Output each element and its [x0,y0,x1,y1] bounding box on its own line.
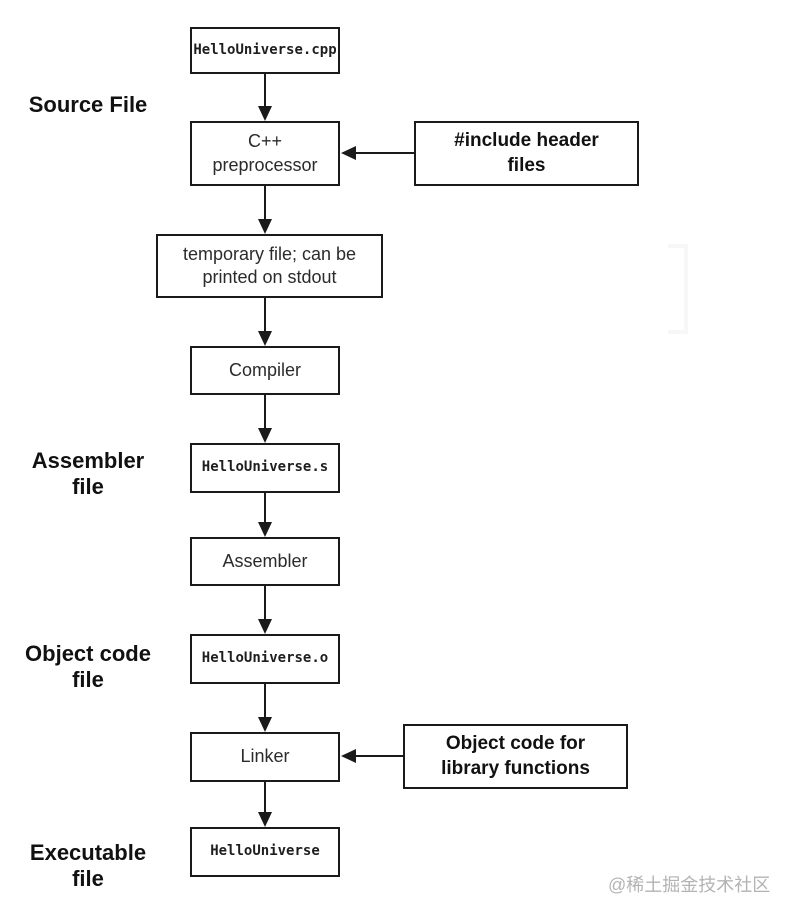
side-label-object-code-file: Object code file [25,641,151,692]
node-include-header-files-box: #include header files [414,121,639,186]
community-watermark: @稀土掘金技术社区 [608,875,771,895]
node-temporary-file-box: temporary file; can be printed on stdout [156,234,383,298]
node-executable-box: HelloUniverse [190,827,340,877]
side-label-executable-file: Executable file [29,840,147,891]
node-assembler-file-box: HelloUniverse.s [190,443,340,493]
node-assembler-box: Assembler [190,537,340,586]
node-linker-box: Linker [190,732,340,782]
node-compiler-box: Compiler [190,346,340,395]
node-library-object-code-box: Object code for library functions [403,724,628,789]
node-source-file-box: HelloUniverse.cpp [190,27,340,74]
side-label-source-file: Source File [28,92,148,117]
node-object-file-box: HelloUniverse.o [190,634,340,684]
node-preprocessor-box: C++ preprocessor [190,121,340,186]
side-label-assembler-file: Assembler file [31,448,145,499]
faint-watermark-artifact [668,244,688,334]
